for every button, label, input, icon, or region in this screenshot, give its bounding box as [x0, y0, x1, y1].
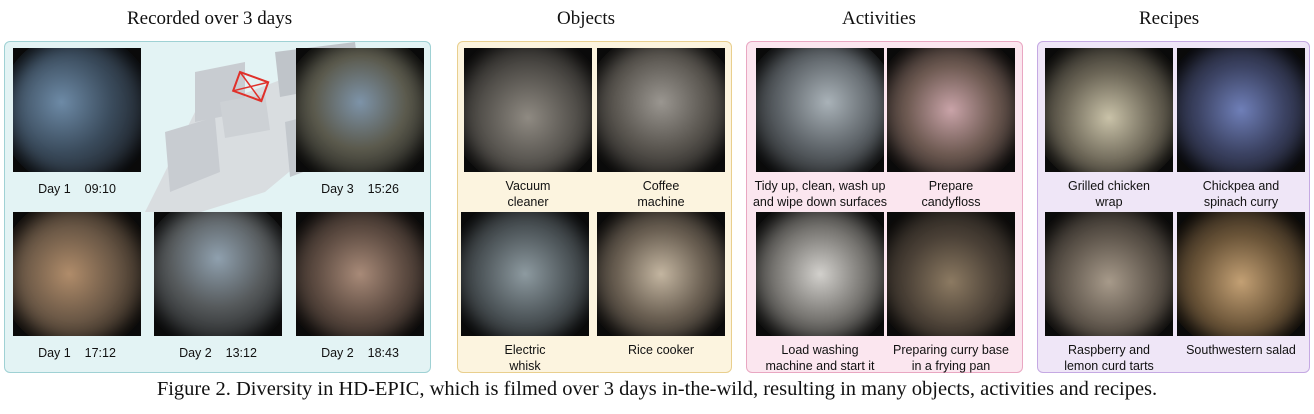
video-thumbnail [13, 48, 141, 172]
panel-title-recorded: Recorded over 3 days [127, 8, 293, 29]
video-thumbnail [464, 48, 592, 172]
video-thumbnail [296, 48, 424, 172]
panel-title-activities: Activities [842, 8, 916, 29]
timestamp-label: Day 1 17:12 [38, 346, 116, 360]
video-thumbnail [461, 212, 589, 336]
video-thumbnail [296, 212, 424, 336]
video-thumbnail [756, 48, 884, 172]
timestamp-label: Day 1 09:10 [38, 182, 116, 196]
figure-caption: Figure 2. Diversity in HD-EPIC, which is… [156, 378, 1158, 400]
camera-marker [231, 70, 270, 103]
object-label: Rice cooker [628, 343, 694, 357]
video-thumbnail [154, 212, 282, 336]
video-thumbnail [1045, 48, 1173, 172]
panel-recorded: Day 1 09:10 Day 3 15:26 Day 1 17:12 Day … [4, 41, 431, 373]
timestamp-label: Day 2 13:12 [179, 346, 257, 360]
recipe-label: Southwestern salad [1186, 343, 1296, 357]
video-thumbnail [1177, 48, 1305, 172]
video-thumbnail [1177, 212, 1305, 336]
video-thumbnail [1045, 212, 1173, 336]
timestamp-label: Day 3 15:26 [321, 182, 399, 196]
video-thumbnail [887, 212, 1015, 336]
panel-title-objects: Objects [557, 8, 616, 29]
video-thumbnail [13, 212, 141, 336]
video-thumbnail [887, 48, 1015, 172]
timestamp-label: Day 2 18:43 [321, 346, 399, 360]
panel-title-recipes: Recipes [1139, 8, 1200, 29]
video-thumbnail [597, 48, 725, 172]
video-thumbnail [597, 212, 725, 336]
video-thumbnail [756, 212, 884, 336]
